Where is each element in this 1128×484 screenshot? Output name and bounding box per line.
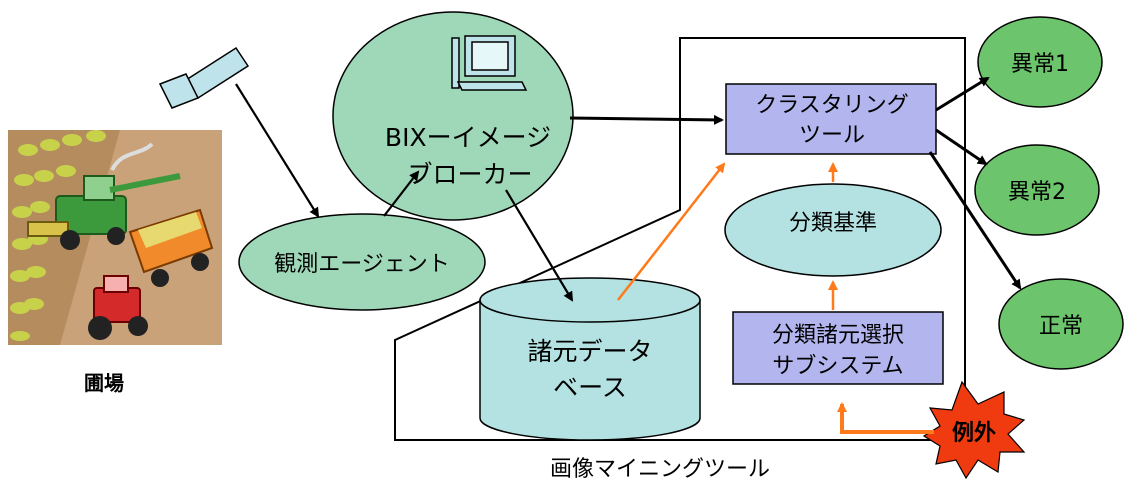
abnormal2-label: 異常2	[1008, 180, 1066, 205]
arrow-database-to-clustering	[617, 162, 726, 301]
exception-label: 例外	[952, 420, 996, 446]
black-arrows	[235, 76, 1022, 302]
criteria-node	[724, 183, 942, 277]
clustering-label-line1: クラスタリング	[755, 93, 909, 118]
field-illustration	[8, 130, 222, 345]
arrow-broker-to-clustering	[569, 114, 724, 125]
arrow-clustering-to-normal	[928, 151, 1022, 290]
selection-label-line1: 分類諸元選択	[772, 323, 904, 348]
video-camera-icon	[158, 46, 250, 109]
orange-arrows	[617, 162, 934, 434]
arrow-clustering-to-abnormal1	[935, 76, 990, 112]
abnormal1-node	[977, 16, 1103, 108]
broker-label-line2: ブローカー	[407, 160, 532, 189]
mining-tool-region	[394, 37, 966, 441]
agent-label: 観測エージェント	[274, 252, 450, 277]
abnormal2-node	[974, 144, 1100, 236]
arrow-exception-to-selection	[837, 402, 934, 434]
arrow-agent-to-broker	[383, 170, 420, 217]
abnormal1-label: 異常1	[1011, 52, 1069, 77]
clustering-node	[725, 83, 937, 155]
field-label: 圃場	[84, 371, 124, 395]
computer-icon	[451, 35, 528, 91]
exception-burst	[922, 380, 1026, 480]
clustering-label-line2: ツール	[799, 123, 865, 148]
arrow-broker-to-database	[505, 189, 574, 302]
database-label-line2: ベース	[553, 373, 627, 402]
normal-node	[998, 278, 1124, 370]
database-node	[479, 277, 701, 441]
criteria-label: 分類基準	[789, 211, 877, 236]
broker-label-line1: BIXーイメージ	[385, 123, 551, 152]
arrow-camera-to-agent	[235, 83, 320, 218]
selection-node	[732, 311, 944, 385]
agent-node	[238, 213, 486, 311]
selection-label-line2: サブシステム	[772, 354, 903, 379]
mining-tool-label: 画像マイニングツール	[550, 457, 770, 482]
normal-label: 正常	[1039, 314, 1083, 339]
arrow-clustering-to-abnormal2	[935, 128, 988, 166]
database-label-line1: 諸元データ	[527, 337, 652, 366]
